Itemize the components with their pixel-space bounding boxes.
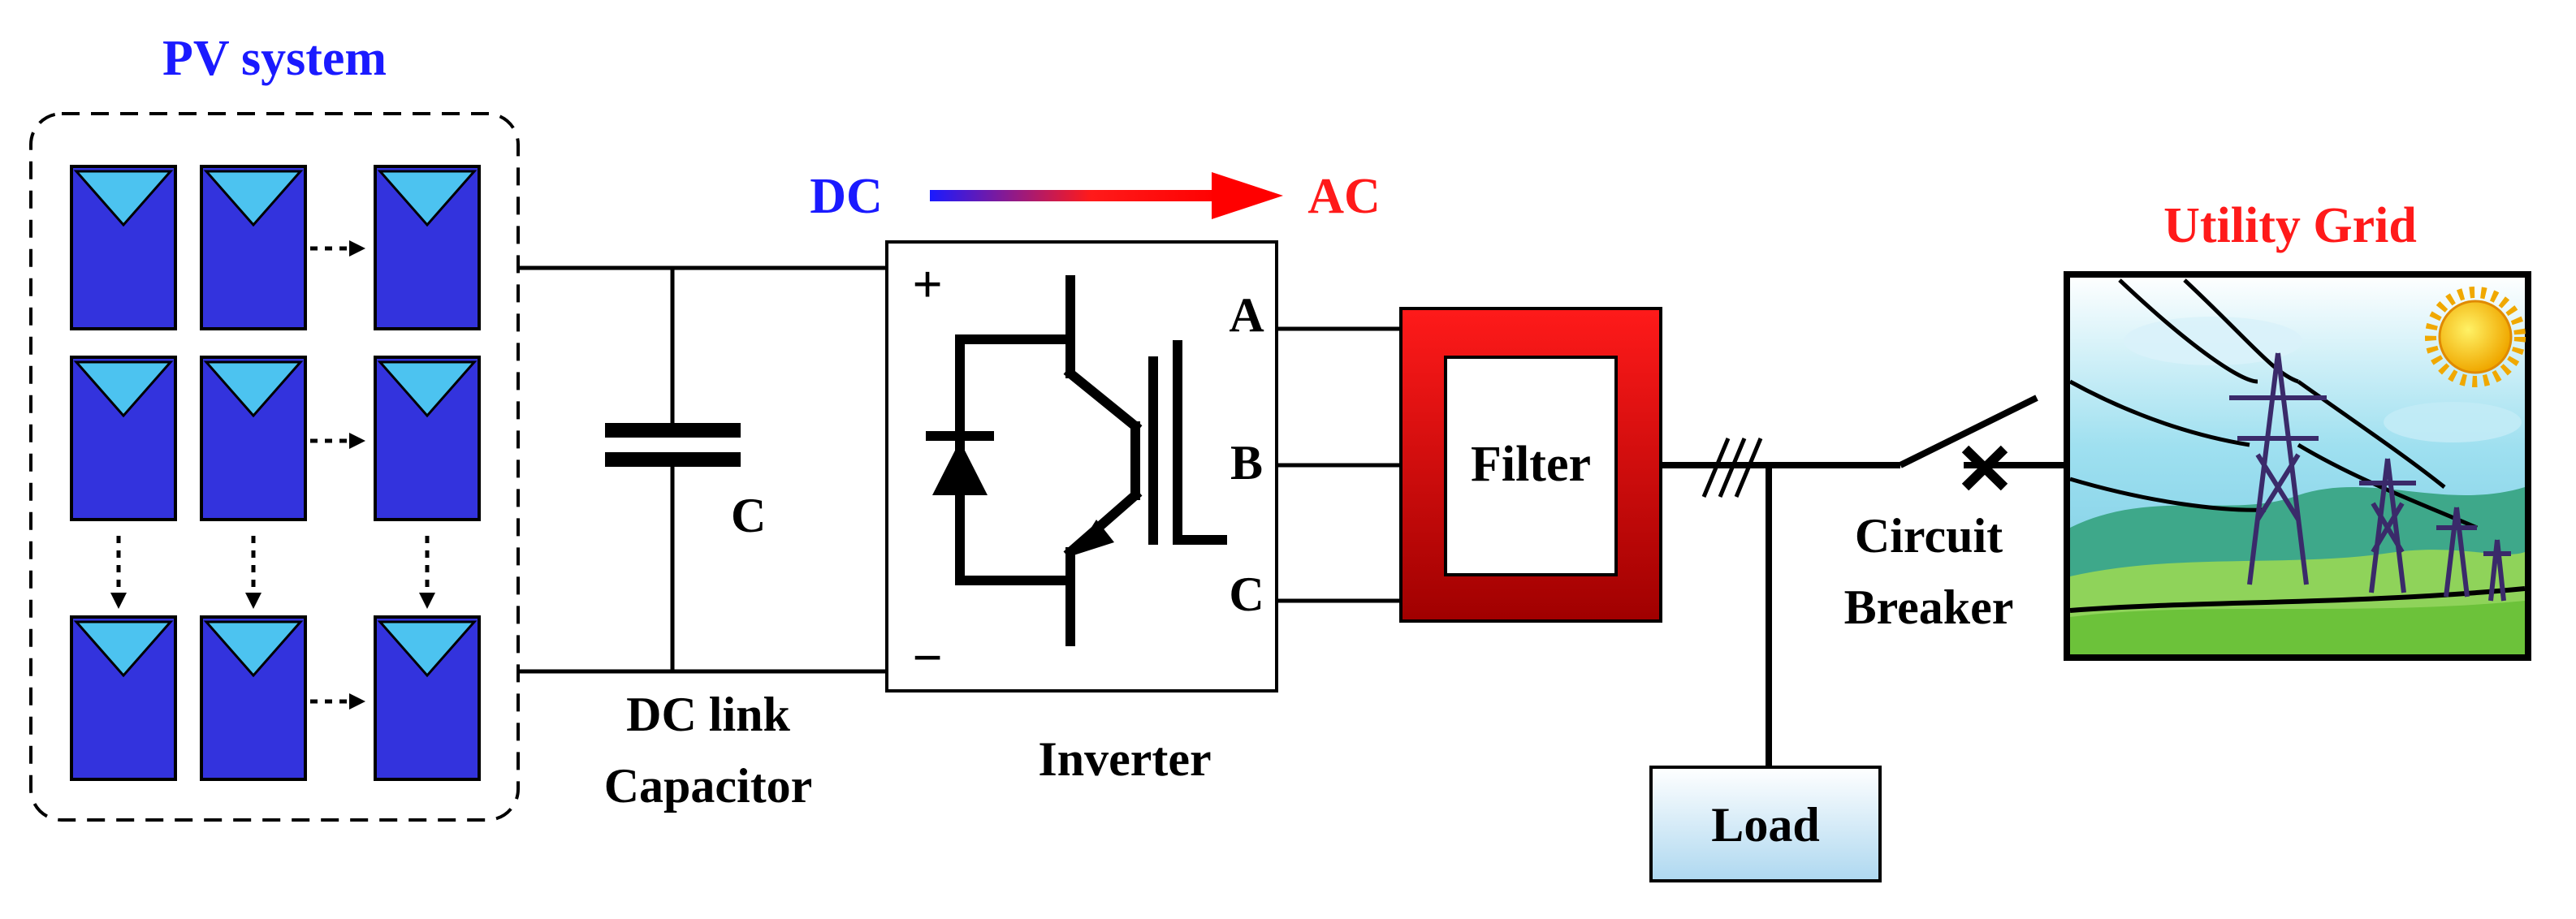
pv-panel-r2-c1 — [70, 356, 177, 521]
phase-c-label: C — [1229, 567, 1264, 621]
phase-wires — [1277, 326, 1401, 603]
pv-panel-r3-c2 — [200, 615, 307, 781]
inverter-box — [885, 240, 1278, 692]
dc-link-caption-line2: Capacitor — [604, 759, 813, 813]
pv-connection-arrows — [110, 240, 435, 710]
pv-panel-r3-c1 — [70, 615, 177, 781]
ac-label: AC — [1307, 169, 1381, 224]
filter-inner — [1444, 356, 1618, 576]
three-phase-slashes — [1701, 438, 1763, 498]
breaker-x-mark — [1961, 445, 2008, 491]
dc-ac-arrow-head — [1212, 172, 1283, 219]
pv-panel-r3-c3 — [374, 615, 481, 781]
phase-a-label: A — [1229, 288, 1264, 342]
pv-panel-r1-c1 — [70, 165, 177, 330]
dc-link-capacitor-symbol — [605, 423, 741, 467]
capacitor-label: C — [731, 489, 766, 542]
pv-system-title: PV system — [162, 31, 387, 86]
circuit-breaker-symbol — [1827, 395, 2067, 468]
output-bus — [1661, 462, 1827, 771]
pv-panel-r2-c2 — [200, 356, 307, 521]
pv-panel-r1-c2 — [200, 165, 307, 330]
igbt-emitter-arrow — [1074, 520, 1114, 555]
inverter-minus: − — [912, 628, 943, 688]
breaker-caption-line1: Circuit — [1855, 509, 2003, 563]
phase-b-label: B — [1230, 436, 1263, 490]
dc-link-caption-line1: DC link — [626, 688, 790, 741]
pv-panel-r1-c3 — [374, 165, 481, 330]
dc-ac-arrow-shaft — [930, 190, 1222, 201]
dc-label: DC — [810, 169, 883, 224]
utility-grid-picture — [2064, 271, 2531, 661]
utility-grid-title: Utility Grid — [2163, 198, 2417, 253]
load-label: Load — [1711, 798, 1819, 852]
load-box — [1649, 766, 1882, 882]
breaker-caption-line2: Breaker — [1844, 580, 2014, 634]
pv-system-boundary — [29, 112, 520, 822]
dc-bus-wires — [520, 265, 887, 674]
pv-panel-r2-c3 — [374, 356, 481, 521]
inverter-caption: Inverter — [1038, 732, 1211, 786]
filter-label: Filter — [1471, 437, 1591, 492]
inverter-plus: + — [912, 255, 943, 314]
sun-icon — [2425, 287, 2526, 387]
diode-symbol — [926, 431, 994, 495]
pv-panel-array — [70, 165, 481, 781]
